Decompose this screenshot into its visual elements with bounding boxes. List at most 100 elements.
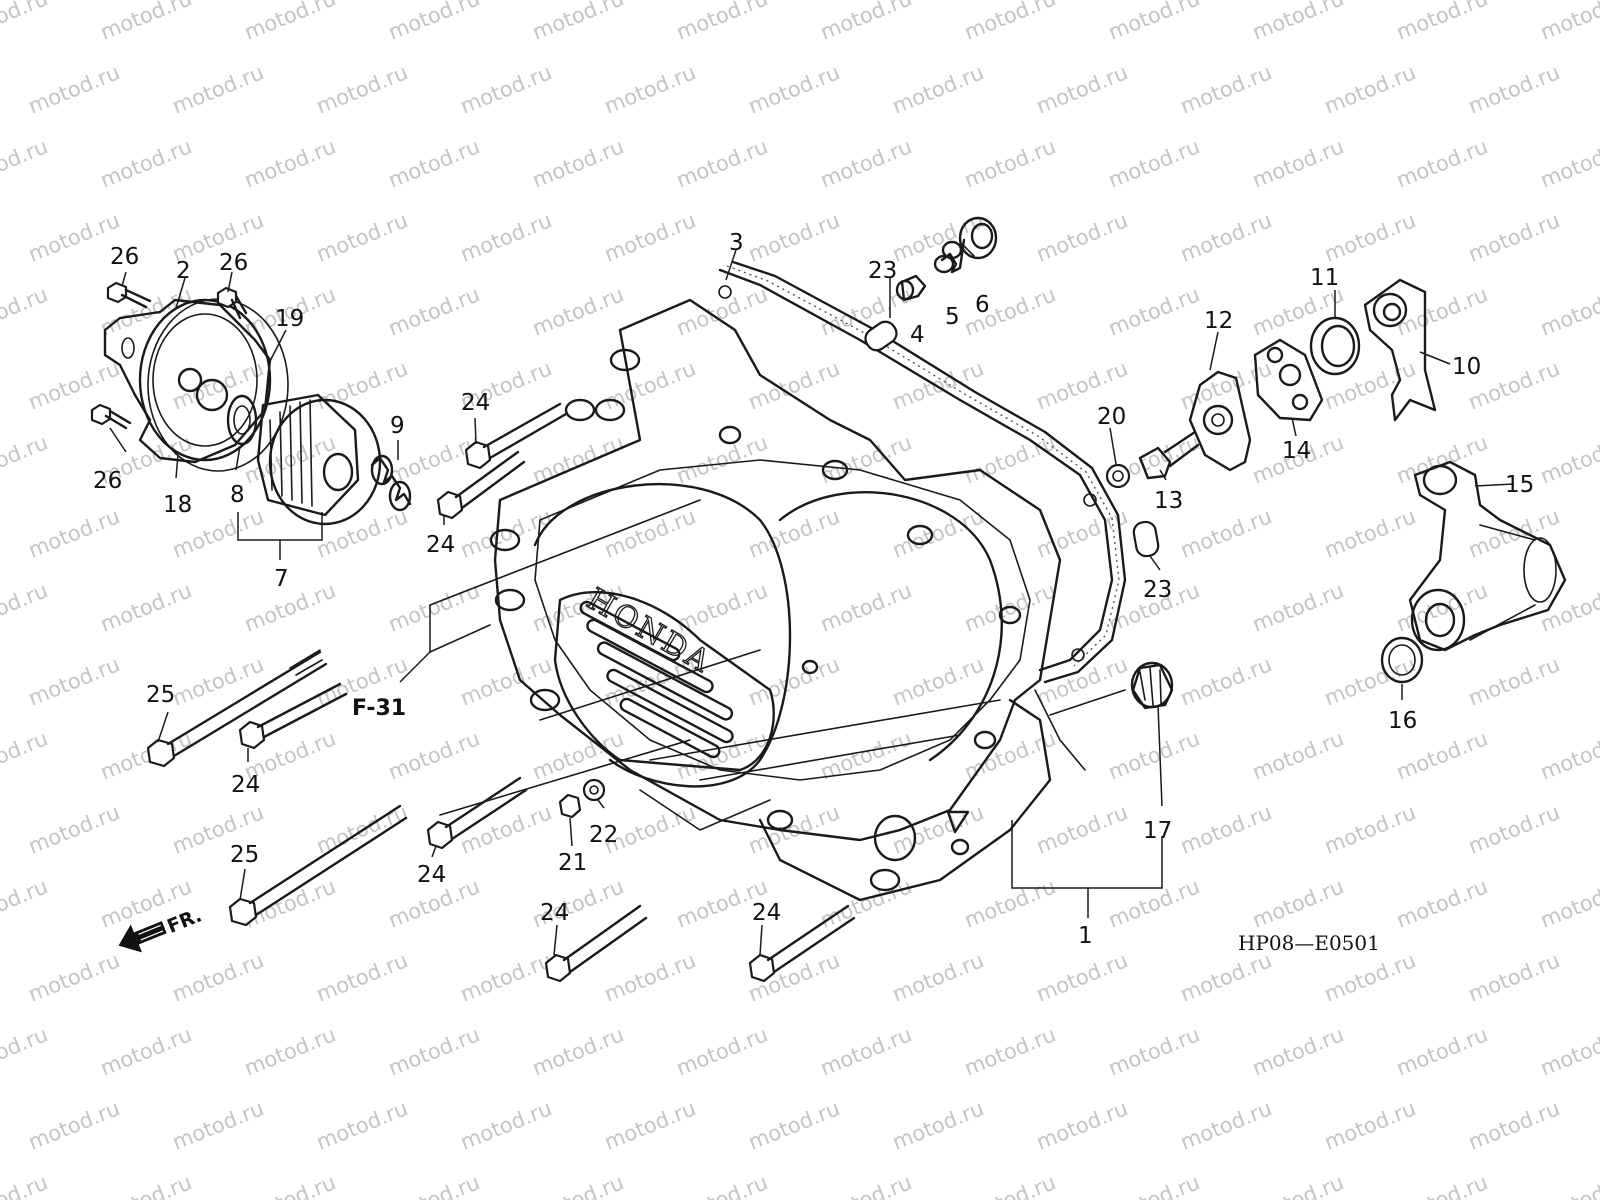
watermark-text: motod.ru (1249, 282, 1347, 340)
watermark-text: motod.ru (1321, 1096, 1419, 1154)
watermark-text: motod.ru (1033, 948, 1131, 1006)
watermark-text: motod.ru (97, 1170, 195, 1200)
watermark-text: motod.ru (0, 430, 51, 488)
watermark-text: motod.ru (1537, 874, 1600, 932)
watermark-text: motod.ru (1393, 874, 1491, 932)
long-bolts (146, 402, 856, 983)
watermark-text: motod.ru (25, 356, 123, 414)
watermark-text: motod.ru (889, 948, 987, 1006)
watermark-text: motod.ru (1465, 948, 1563, 1006)
watermark-text: motod.ru (1105, 282, 1203, 340)
watermark-text: motod.ru (1105, 1170, 1203, 1200)
watermark-text: motod.ru (1033, 1096, 1131, 1154)
watermark-text: motod.ru (529, 1022, 627, 1080)
callout-24-filter: 24 (426, 532, 455, 558)
watermark-text: motod.ru (1537, 134, 1600, 192)
watermark-text: motod.ru (385, 282, 483, 340)
watermark-text: motod.ru (961, 1170, 1059, 1200)
watermark-text: motod.ru (0, 0, 51, 45)
callout-26-lower: 26 (93, 468, 122, 494)
watermark-text: motod.ru (0, 282, 51, 340)
watermark-text: motod.ru (385, 726, 483, 784)
callout-12: 12 (1204, 308, 1233, 334)
watermark-text: motod.ru (457, 948, 555, 1006)
watermark-text: motod.ru (1249, 578, 1347, 636)
watermark-text: motod.ru (1177, 800, 1275, 858)
watermark-text: motod.ru (889, 1096, 987, 1154)
watermark-text: motod.ru (961, 0, 1059, 45)
callout-25-upper: 25 (146, 682, 175, 708)
watermark-text: motod.ru (1321, 208, 1419, 266)
callout-26-upper-left: 26 (110, 244, 139, 270)
watermark-text: motod.ru (457, 60, 555, 118)
callout-25-lower: 25 (230, 842, 259, 868)
watermark-text: motod.ru (1537, 1170, 1600, 1200)
watermark-text: motod.ru (241, 874, 339, 932)
watermark-text: motod.ru (1249, 0, 1347, 45)
watermark-text: motod.ru (1249, 874, 1347, 932)
callout-1: 1 (1078, 923, 1093, 949)
watermark-text: motod.ru (97, 1022, 195, 1080)
bolt-26-upper-left (106, 281, 152, 309)
callout-3: 3 (729, 230, 744, 256)
watermark-text: motod.ru (1105, 1022, 1203, 1080)
watermark-text: motod.ru (673, 1022, 771, 1080)
watermark-text: motod.ru (961, 430, 1059, 488)
watermark-text: motod.ru (1177, 504, 1275, 562)
callout-19: 19 (275, 306, 304, 332)
watermark-text: motod.ru (241, 1170, 339, 1200)
watermark-text: motod.ru (817, 282, 915, 340)
watermark-text: motod.ru (961, 874, 1059, 932)
watermark-text: motod.ru (25, 652, 123, 710)
watermark-text: motod.ru (1177, 948, 1275, 1006)
watermark-text: motod.ru (817, 0, 915, 45)
watermark-text: motod.ru (1105, 134, 1203, 192)
watermark-text: motod.ru (961, 134, 1059, 192)
callout-26-upper-right: 26 (219, 250, 248, 276)
watermark-text: motod.ru (241, 134, 339, 192)
watermark-text: motod.ru (1393, 1170, 1491, 1200)
watermark-text: motod.ru (673, 0, 771, 45)
watermark-text: motod.ru (25, 948, 123, 1006)
watermark-text: motod.ru (817, 1022, 915, 1080)
bolt-26-lower (90, 403, 132, 430)
watermark-text: motod.ru (745, 208, 843, 266)
louver-slots (579, 600, 734, 759)
bolt-26-upper-right (216, 286, 248, 320)
watermark-text: motod.ru (1177, 356, 1275, 414)
watermark-text: motod.ru (601, 948, 699, 1006)
watermark-text: motod.ru (313, 356, 411, 414)
watermark-text: motod.ru (313, 208, 411, 266)
watermark-text: motod.ru (1537, 578, 1600, 636)
callout-6: 6 (975, 292, 990, 318)
watermark-text: motod.ru (745, 60, 843, 118)
watermark-text: motod.ru (529, 430, 627, 488)
watermark-text: motod.ru (1105, 0, 1203, 45)
watermark-text: motod.ru (1177, 60, 1275, 118)
callout-13: 13 (1154, 488, 1183, 514)
watermark-text: motod.ru (169, 1096, 267, 1154)
watermark-text: motod.ru (529, 282, 627, 340)
callout-24-bottom-right: 24 (752, 900, 781, 926)
crankcase-cover: HONDA (399, 260, 1174, 902)
callout-5: 5 (945, 304, 960, 330)
watermark-text: motod.ru (25, 1096, 123, 1154)
watermark-text: motod.ru (313, 948, 411, 1006)
watermark-text: motod.ru (241, 0, 339, 45)
callout-23-upper: 23 (868, 258, 897, 284)
watermark-text: motod.ru (673, 282, 771, 340)
callout-7: 7 (274, 566, 289, 592)
watermark-text: motod.ru (529, 0, 627, 45)
watermark-text: motod.ru (1393, 0, 1491, 45)
watermark-text: motod.ru (601, 208, 699, 266)
watermark-text: motod.ru (1537, 1022, 1600, 1080)
watermark-text: motod.ru (1393, 726, 1491, 784)
watermark-text: motod.ru (169, 652, 267, 710)
callout-10: 10 (1452, 354, 1481, 380)
watermark-text: motod.ru (97, 726, 195, 784)
top-small-parts (864, 216, 998, 352)
callout-16: 16 (1388, 708, 1417, 734)
watermark-text: motod.ru (745, 356, 843, 414)
watermark-text: motod.ru (601, 356, 699, 414)
